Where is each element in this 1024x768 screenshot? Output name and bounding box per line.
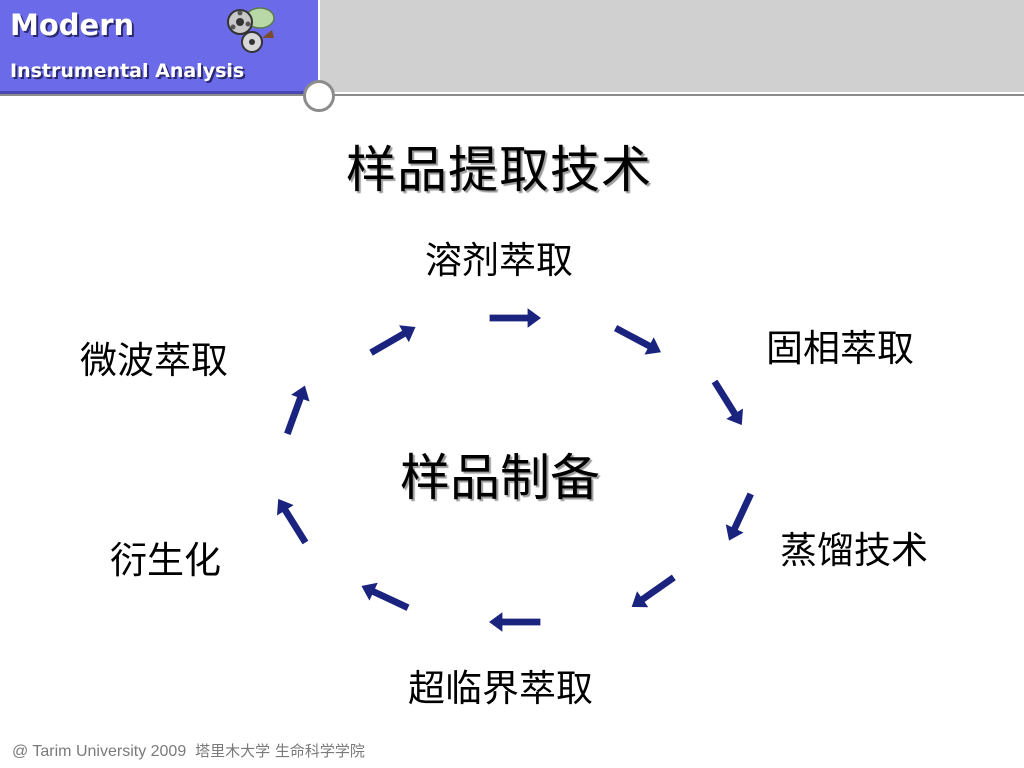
method-microwave-extraction: 微波萃取 bbox=[80, 339, 228, 382]
footer-text: @ Tarim University 2009 bbox=[12, 743, 187, 760]
arrow-icon bbox=[486, 609, 542, 635]
arrow-shape bbox=[488, 305, 544, 331]
arrow-shape bbox=[275, 497, 310, 546]
arrow-icon bbox=[630, 572, 678, 609]
arrow-icon bbox=[710, 378, 745, 427]
method-solvent-extraction: 溶剂萃取 bbox=[425, 239, 573, 282]
arrow-icon bbox=[612, 323, 663, 357]
method-derivatization: 衍生化 bbox=[110, 539, 221, 582]
header-gray-bar bbox=[320, 0, 1024, 92]
header-circle-ornament bbox=[303, 80, 335, 112]
arrow-icon bbox=[488, 305, 544, 331]
arrow-icon bbox=[367, 323, 418, 358]
arrow-icon bbox=[724, 490, 756, 543]
arrow-icon bbox=[282, 383, 312, 437]
center-label: 样品制备 bbox=[400, 449, 600, 507]
method-distillation: 蒸馏技术 bbox=[780, 529, 928, 572]
header-banner-edge bbox=[0, 91, 318, 94]
arrow-icon bbox=[359, 581, 412, 613]
arrow-shape bbox=[367, 323, 418, 358]
slide-title: 样品提取技术 bbox=[346, 141, 652, 199]
footer-institution: 塔里木大学 生命科学学院 bbox=[195, 742, 365, 760]
footer-credit: @ Tarim University 2009 塔里木大学 生命科学学院 bbox=[12, 740, 365, 761]
arrow-shape bbox=[486, 609, 542, 635]
arrow-shape bbox=[612, 323, 663, 357]
arrow-shape bbox=[724, 490, 756, 543]
arrow-shape bbox=[282, 383, 312, 437]
header-divider bbox=[0, 94, 1024, 96]
method-supercritical-extraction: 超临界萃取 bbox=[408, 667, 593, 710]
film-reel-logo-icon bbox=[227, 7, 275, 53]
arrow-icon bbox=[275, 497, 310, 546]
arrow-shape bbox=[359, 581, 412, 613]
course-subtitle: Instrumental Analysis bbox=[10, 60, 245, 82]
method-solid-phase-extraction: 固相萃取 bbox=[766, 327, 914, 370]
course-title: Modern bbox=[10, 8, 135, 42]
arrow-shape bbox=[710, 378, 745, 427]
arrow-shape bbox=[630, 572, 678, 609]
